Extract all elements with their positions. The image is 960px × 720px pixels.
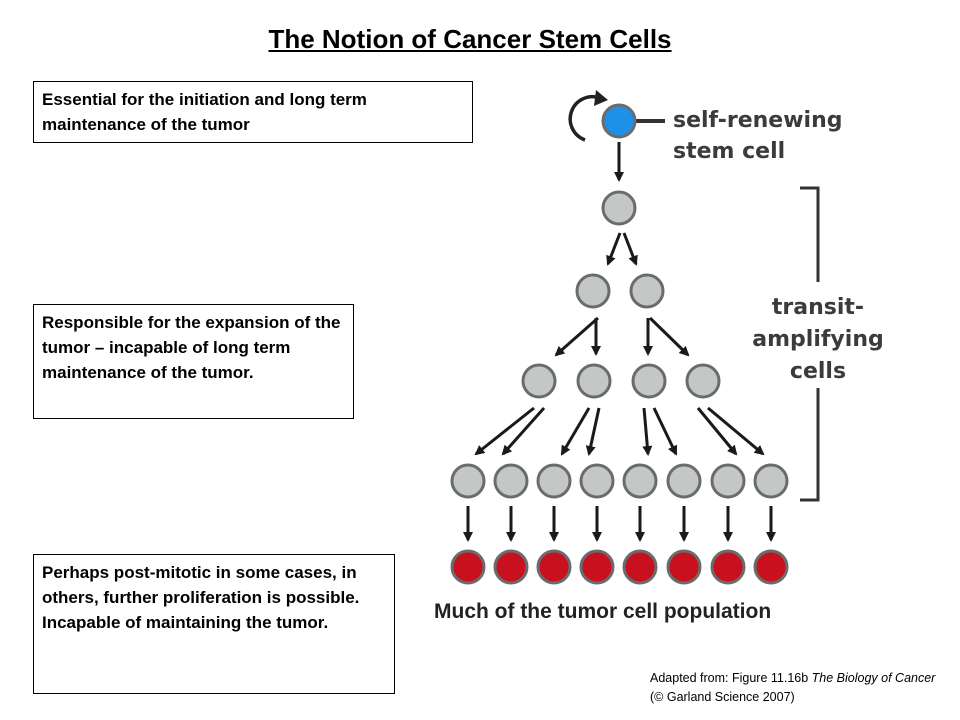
division-arrow [606,232,622,266]
credit-suffix: (© Garland Science 2007) [650,690,795,704]
division-arrow [707,406,765,456]
division-arrow [696,407,738,456]
transit-cell-description-box: Responsible for the expansion of the tum… [33,304,354,419]
transit-label-line3: cells [790,359,846,384]
self-renewal-loop-arrow [568,94,601,142]
transit-label-line1: transit- [772,295,864,320]
transit-cell [536,463,572,499]
stem-cell-description-box: Essential for the initiation and long te… [33,81,473,143]
transit-cell [629,273,665,309]
transit-cell [622,463,658,499]
tumor-cell [536,549,572,585]
transit-cell [450,463,486,499]
division-arrow [642,407,653,456]
tumor-cell [753,549,789,585]
tumor-cell [666,549,702,585]
transit-bracket [800,186,820,502]
division-arrow [622,232,638,266]
transit-cell [685,363,721,399]
tumor-cell [450,549,486,585]
transit-cell [575,273,611,309]
transit-cell [579,463,615,499]
transit-cell [601,190,637,226]
stem-label-line2: stem cell [673,139,785,164]
division-arrow [474,406,535,456]
tumor-cell [710,549,746,585]
transit-cell [753,463,789,499]
division-arrows [463,142,776,542]
transit-cell [521,363,557,399]
transit-cell [493,463,529,499]
credit-book-title: The Biology of Cancer [811,671,936,685]
population-caption: Much of the tumor cell population [434,600,772,623]
division-arrow [501,407,546,456]
tumor-cell [493,549,529,585]
credit-prefix: Adapted from: Figure 11.16b [650,671,812,685]
transit-cell [710,463,746,499]
division-arrow [648,316,690,357]
division-arrow [652,407,678,456]
figure-credit: Adapted from: Figure 11.16b The Biology … [650,669,950,707]
transit-cell [666,463,702,499]
division-arrow [554,316,599,357]
differentiated-cell-description-box: Perhaps post-mitotic in some cases, in o… [33,554,395,694]
tumor-cell [579,549,615,585]
transit-label-line2: amplifying [752,327,883,352]
page-title: The Notion of Cancer Stem Cells [268,24,672,54]
stem-label-line1: self-renewing [673,108,843,133]
transit-cell [631,363,667,399]
tumor-cell [622,549,658,585]
stem-cell [601,103,637,139]
transit-cell [576,363,612,399]
cells-layer [450,103,789,585]
self-renewal-arrowhead [594,90,608,106]
division-arrow [560,407,591,456]
division-arrow [585,407,601,456]
